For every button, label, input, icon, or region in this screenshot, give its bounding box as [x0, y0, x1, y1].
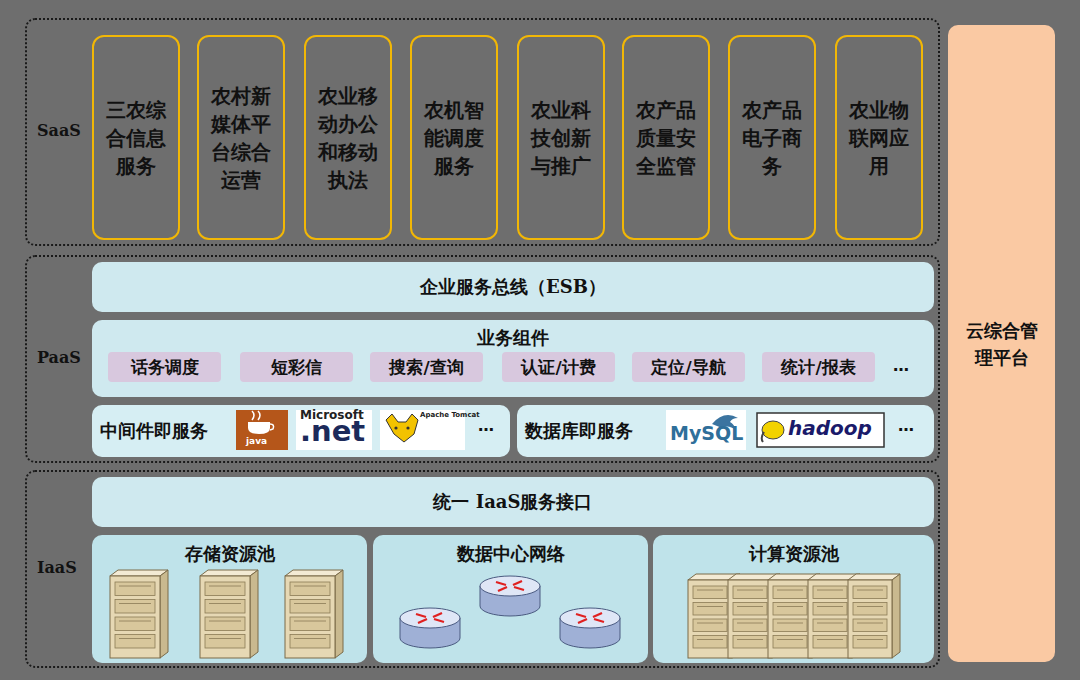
layer-region: SaaS 三农综合信息服务农村新媒体平台综合运营农业移动办公和移动执法农机智能调度…	[25, 18, 940, 246]
service-box: 农业物联网应用	[835, 35, 923, 240]
node-text: 农业科技创新与推广	[531, 96, 592, 180]
node-text: 定位/导航	[651, 356, 725, 379]
node-text: 三农综合信息服务	[106, 96, 167, 180]
server-icons	[110, 570, 900, 658]
ellipsis: …	[893, 358, 909, 374]
node-text: 农村新媒体平台综合运营	[211, 82, 272, 194]
logo-text: .net	[300, 417, 365, 446]
node-text: 农业物联网应用	[849, 96, 910, 180]
layer-label: SaaS	[37, 121, 81, 140]
node-text: 数据库即服务	[525, 419, 633, 443]
layer-label: IaaS	[37, 558, 77, 577]
node-text: 话务调度	[131, 356, 199, 379]
node-text: 农产品质量安全监管	[636, 96, 697, 180]
component-chip: 认证/计费	[502, 352, 615, 382]
management-panel: 云综合管理平台	[948, 25, 1055, 662]
layer-label: PaaS	[37, 348, 81, 367]
mysql-logo	[666, 410, 746, 450]
component-chip: 定位/导航	[632, 352, 745, 382]
java-logo	[236, 410, 288, 450]
service-box: 农产品电子商务	[728, 35, 816, 240]
node-text: 农产品电子商务	[742, 96, 803, 180]
component-chip: 搜索/查询	[370, 352, 483, 382]
service-box: 农业科技创新与推广	[517, 35, 605, 240]
node-text: 云综合管理平台	[964, 317, 1040, 371]
router-icons	[400, 576, 620, 648]
interface-band: 企业服务总线（ESB）	[92, 262, 934, 312]
node-text: 农机智能调度服务	[424, 96, 485, 180]
ellipsis: …	[478, 418, 494, 434]
node-text: 搜索/查询	[389, 356, 463, 379]
service-box: 农机智能调度服务	[410, 35, 498, 240]
node-text: 统计/报表	[781, 356, 855, 379]
node-text: 计算资源池	[749, 542, 839, 566]
logo-text: Apache Tomcat	[420, 412, 480, 419]
node-text: 业务组件	[477, 326, 549, 348]
service-box: 三农综合信息服务	[92, 35, 180, 240]
node-text: 存储资源池	[185, 542, 275, 566]
logo-text: MySQL	[670, 424, 743, 443]
node-text: 中间件即服务	[100, 419, 208, 443]
node-text: 企业服务总线（ESB）	[420, 275, 606, 299]
node-text: 短彩信	[271, 356, 322, 379]
service-box: 农村新媒体平台综合运营	[197, 35, 285, 240]
logo-text: java	[246, 437, 267, 446]
component-chip: 短彩信	[240, 352, 353, 382]
component-chip: 话务调度	[108, 352, 221, 382]
logo-text: hadoop	[788, 418, 872, 438]
node-text: 认证/计费	[521, 356, 595, 379]
component-band: 业务组件话务调度 短彩信 搜索/查询 认证/计费 定位/导航 统计/报表	[92, 320, 934, 397]
component-chip: 统计/报表	[762, 352, 875, 382]
node-text: 数据中心网络	[457, 542, 565, 566]
ellipsis: …	[898, 418, 914, 434]
dotnet-logo	[296, 410, 372, 450]
service-box: 农业移动办公和移动执法	[304, 35, 392, 240]
interface-band: 统一 IaaS服务接口	[92, 477, 934, 527]
node-text: 农业移动办公和移动执法	[318, 82, 379, 194]
node-text: 统一 IaaS服务接口	[433, 490, 592, 514]
service-box: 农产品质量安全监管	[622, 35, 710, 240]
hadoop-logo	[757, 413, 884, 447]
